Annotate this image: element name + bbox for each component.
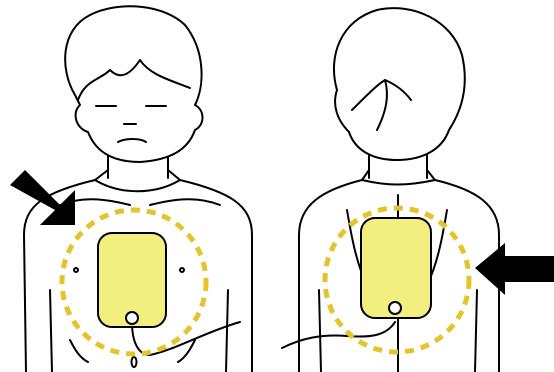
person-front-icon xyxy=(0,0,277,372)
person-back-icon xyxy=(277,0,554,372)
front-aed-pad xyxy=(98,233,166,327)
back-head xyxy=(334,8,465,160)
front-view-figure xyxy=(0,0,277,372)
back-view-figure xyxy=(277,0,554,372)
back-aed-pad xyxy=(361,218,431,318)
